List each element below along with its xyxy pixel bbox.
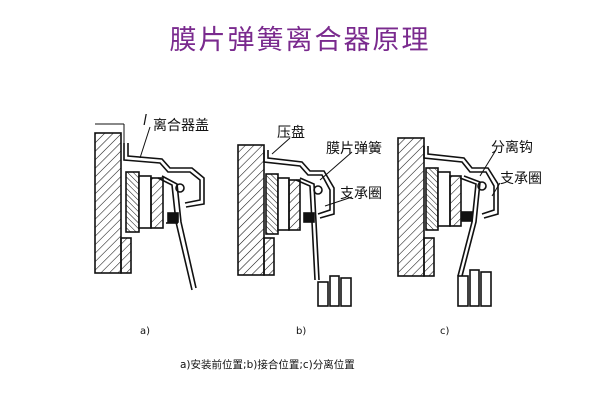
clutch-cover-a xyxy=(123,143,201,204)
clutch-cover-c xyxy=(423,146,495,215)
label-pressure-plate: 压盘 xyxy=(277,124,305,141)
diaphragm-spring-b xyxy=(295,179,316,281)
diaphragm-spring-a xyxy=(157,177,193,291)
page-title: 膜片弹簧离合器原理 xyxy=(169,25,431,56)
label-diaphragm-spring: 膜片弹簧 xyxy=(326,141,382,157)
label-release-hook: 分离钩 xyxy=(491,139,533,156)
panel-label-a: a) xyxy=(140,326,150,337)
panel-label-c: c) xyxy=(440,326,449,337)
panel-b-drawing xyxy=(237,144,352,307)
flywheel-a xyxy=(94,132,122,274)
panel-label-b: b) xyxy=(296,326,306,337)
flywheel-b xyxy=(237,144,265,276)
label-dimension-l: l xyxy=(143,113,147,129)
label-clutch-cover: 离合器盖 xyxy=(153,117,209,134)
leader-lines xyxy=(139,126,501,207)
panel-a-drawing xyxy=(94,123,205,291)
figure-caption: a)安装前位置;b)接合位置;c)分离位置 xyxy=(180,358,355,371)
friction-disc-a xyxy=(125,171,140,233)
label-support-ring-c: 支承圈 xyxy=(500,171,542,187)
friction-disc-c xyxy=(425,167,439,231)
clutch-cover-b xyxy=(263,150,331,215)
label-support-ring-b: 支承圈 xyxy=(340,186,382,202)
diaphragm-spring-c xyxy=(457,177,477,277)
flywheel-c xyxy=(397,137,425,277)
panel-c-drawing xyxy=(397,137,499,307)
friction-disc-b xyxy=(265,173,279,235)
